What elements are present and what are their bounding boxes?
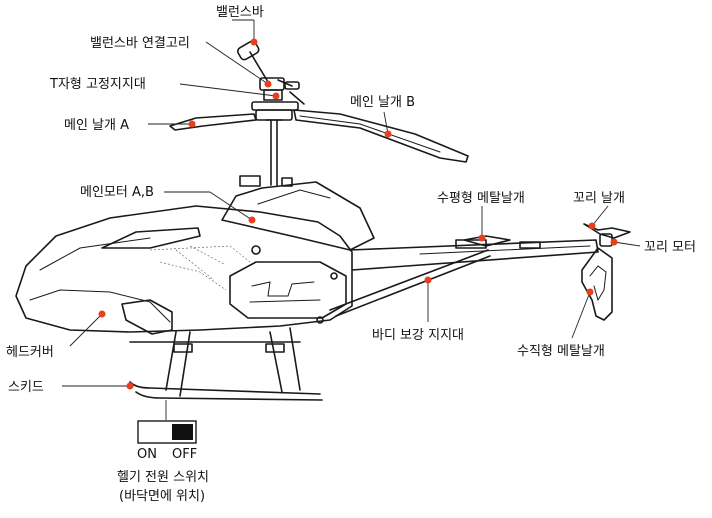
label-body-support: 바디 보강 지지대 [372, 328, 464, 343]
label-main-motor: 메인모터 A,B [80, 185, 154, 200]
vertical-fin-part [581, 247, 613, 321]
part-labels: 밸런스바 밸런스바 연결고리 T자형 고정지지대 메인 날개 A 메인 날개 B… [6, 5, 696, 395]
switch-off-label: OFF [172, 447, 197, 462]
label-head-cover: 헤드커버 [6, 345, 54, 360]
fuselage-part [15, 205, 353, 335]
label-balance-bar-link: 밸런스바 연결고리 [90, 36, 190, 51]
helicopter-illustration [15, 40, 631, 401]
label-t-holder: T자형 고정지지대 [49, 77, 146, 92]
switch-title: 헬기 전원 스위치 [117, 470, 209, 485]
switch-on-label: ON [137, 447, 157, 462]
switch-knob [172, 424, 193, 440]
leader-lines [62, 19, 641, 420]
main-shaft-part [270, 119, 278, 186]
label-tail-motor: 꼬리 모터 [644, 240, 696, 255]
label-main-blade-b: 메인 날개 B [350, 95, 415, 110]
main-blade-a-part [169, 113, 257, 131]
balance-bar-part [237, 40, 300, 90]
switch-subtitle: (바닥면에 위치) [119, 489, 205, 504]
landing-gear-part [129, 327, 323, 401]
label-balance-bar: 밸런스바 [216, 5, 264, 20]
label-tail-rotor: 꼬리 날개 [573, 191, 625, 206]
callout-dots [98, 38, 618, 390]
power-switch: ON OFF 헬기 전원 스위치 (바닥면에 위치) [117, 420, 209, 504]
motor-housing-part [221, 175, 375, 251]
label-horizontal-fin: 수평형 메탈날개 [437, 191, 525, 206]
rotor-head-part [251, 77, 305, 121]
label-skid: 스키드 [8, 380, 44, 395]
body-support-part [329, 249, 491, 317]
main-blade-b-part [293, 109, 469, 163]
label-main-blade-a: 메인 날개 A [64, 118, 129, 133]
label-vertical-fin: 수직형 메탈날개 [517, 344, 605, 359]
